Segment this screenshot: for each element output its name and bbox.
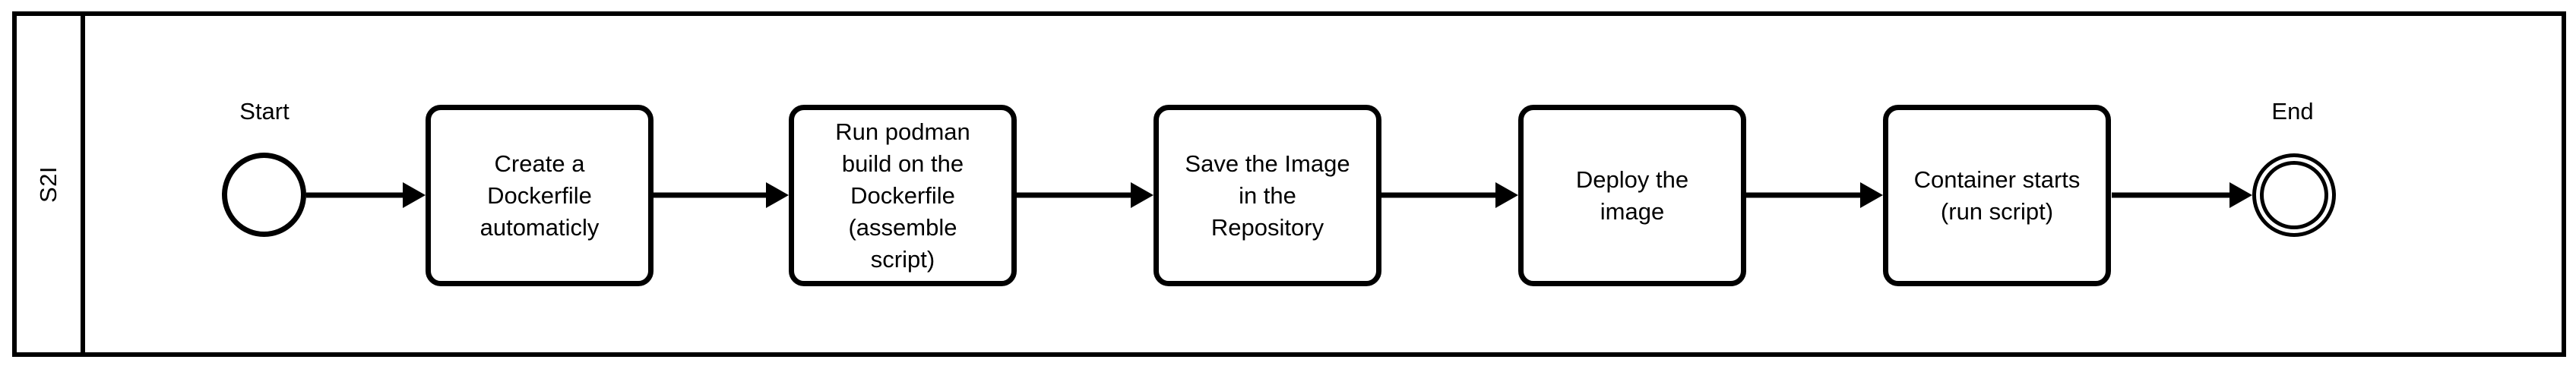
task-run-podman-build-label: Run podman build on the Dockerfile (asse… xyxy=(835,118,970,273)
task-container-starts[interactable]: Container starts (run script) xyxy=(1883,105,2111,286)
end-event-inner-ring xyxy=(2260,161,2328,229)
task-container-starts-label: Container starts (run script) xyxy=(1913,166,2081,225)
task-save-image-label: Save the Image in the Repository xyxy=(1185,150,1350,241)
lane-header[interactable]: S2I xyxy=(17,16,85,352)
task-run-podman-build[interactable]: Run podman build on the Dockerfile (asse… xyxy=(789,105,1017,286)
end-event-label: End xyxy=(2271,98,2314,125)
lane-label: S2I xyxy=(35,166,62,203)
task-save-image[interactable]: Save the Image in the Repository xyxy=(1154,105,1381,286)
task-deploy-image-label: Deploy the image xyxy=(1575,166,1689,225)
end-event-circle[interactable] xyxy=(2252,153,2336,237)
start-event-label: Start xyxy=(239,98,290,125)
task-create-dockerfile[interactable]: Create a Dockerfile automaticly xyxy=(426,105,653,286)
start-event-circle[interactable] xyxy=(222,153,306,237)
task-deploy-image[interactable]: Deploy the image xyxy=(1518,105,1746,286)
task-create-dockerfile-label: Create a Dockerfile automaticly xyxy=(479,150,600,241)
